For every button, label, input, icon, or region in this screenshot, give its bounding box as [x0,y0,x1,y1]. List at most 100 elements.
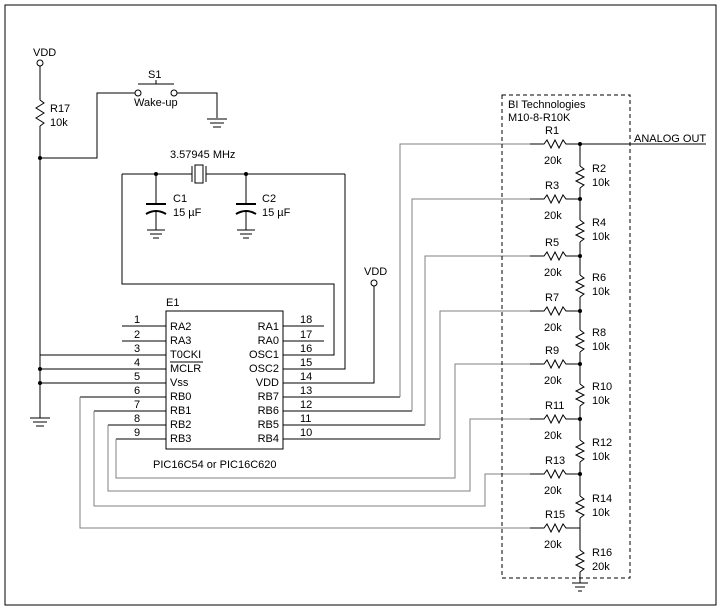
network-part: M10-8-R10K [508,112,571,124]
vss-ground [30,381,60,427]
crystal [122,164,345,184]
svg-text:6: 6 [134,385,140,397]
right-pins: 18 17 16 15 14 13 12 11 10 RA1 RA0 OSC1 … [249,314,440,445]
series-resistors: R120kR320kR520kR720kR920kR1120kR1320kR15… [530,125,582,551]
analog-out-label: ANALOG OUT [634,133,706,145]
shunt-resistor-value: 10k [592,286,610,298]
svg-text:7: 7 [134,399,140,411]
shunt-resistors: R210kR410kR610kR810kR1010kR1210kR1410kR1… [574,163,612,573]
svg-text:RB4: RB4 [258,433,279,445]
svg-text:RB7: RB7 [258,391,279,403]
series-resistor-r13: R13 20k [530,455,582,497]
shunt-resistor-label: R4 [592,217,606,229]
shunt-resistor-value: 10k [592,395,610,407]
series-resistor-r9: R9 20k [530,345,582,387]
svg-text:14: 14 [300,371,312,383]
c2-capacitor: C2 15 µF [235,174,291,239]
shunt-resistor-label: R10 [592,381,612,393]
chip-e1 [165,310,284,450]
shunt-resistor-value: 10k [592,341,610,353]
osc1-wire [121,174,335,356]
series-resistor-label: R3 [545,180,559,192]
series-resistor-value: 20k [544,322,562,334]
svg-text:RB1: RB1 [170,405,191,417]
svg-text:OSC2: OSC2 [249,363,279,375]
svg-text:RA2: RA2 [170,321,191,333]
svg-text:10: 10 [300,427,312,439]
series-resistor-label: R7 [545,292,559,304]
shunt-resistor-label: R2 [592,163,606,175]
shunt-resistor-label: R12 [592,437,612,449]
series-resistor-label: R11 [545,400,564,412]
c2-label: C2 [262,193,276,205]
shunt-resistor-value: 10k [592,231,610,243]
svg-text:Vss: Vss [170,377,189,389]
svg-text:T0CKI: T0CKI [170,349,201,361]
c1-label: C1 [173,193,187,205]
svg-text:16: 16 [300,343,312,355]
svg-text:18: 18 [300,314,312,326]
series-resistor-r11: R11 20k [530,400,582,442]
series-resistor-value: 20k [544,430,562,442]
svg-text:MCLR: MCLR [170,363,201,375]
shunt-resistor-value: 10k [592,177,610,189]
shunt-resistor-value: 10k [592,451,610,463]
c1-capacitor: C1 15 µF [145,174,202,239]
svg-text:9: 9 [134,427,140,439]
svg-text:4: 4 [134,357,140,369]
chip-designator: E1 [166,297,179,309]
series-resistor-value: 20k [544,155,562,167]
svg-text:8: 8 [134,413,140,425]
series-resistor-value: 20k [544,539,562,551]
crystal-frequency: 3.57945 MHz [170,149,235,161]
svg-text:1: 1 [134,314,140,326]
svg-text:15: 15 [300,357,312,369]
svg-text:RB3: RB3 [170,433,191,445]
c1-value: 15 µF [173,207,202,219]
svg-text:RB2: RB2 [170,419,191,431]
svg-text:VDD: VDD [364,266,387,278]
diagram-border [4,4,717,606]
r17-value: 10k [50,117,68,129]
series-resistor-r15: R15 20k [530,509,580,551]
bus-wires [79,143,530,529]
svg-text:12: 12 [300,399,312,411]
series-resistor-value: 20k [544,375,562,387]
shunt-resistor-label: R8 [592,327,606,339]
series-resistor-value: 20k [544,267,562,279]
svg-text:17: 17 [300,329,312,341]
series-resistor-value: 20k [544,485,562,497]
svg-text:11: 11 [300,413,311,425]
svg-text:RB5: RB5 [258,419,279,431]
series-resistor-label: R13 [545,455,565,467]
series-resistor-label: R15 [545,509,565,521]
resistor-network-box [501,94,631,579]
s1-caption: Wake-up [134,97,178,109]
series-resistor-value: 20k [544,210,562,222]
c2-value: 15 µF [262,207,291,219]
s1-switch: S1 Wake-up [134,69,218,118]
network-vendor: BI Technologies [508,99,586,111]
svg-text:VDD: VDD [33,47,56,59]
series-resistor-r3: R3 20k [530,180,582,222]
vdd-mid-terminal: VDD [283,266,387,384]
svg-text:RA3: RA3 [170,335,191,347]
ladder-ground [572,582,588,592]
shunt-resistor-value: 20k [592,561,610,573]
wake-wire [40,92,135,159]
vdd-top-terminal: VDD [33,47,56,100]
svg-text:RA1: RA1 [258,321,279,333]
shunt-resistor-label: R6 [592,272,606,284]
svg-text:RB0: RB0 [170,391,191,403]
series-resistor-r7: R7 20k [530,292,582,334]
series-resistor-label: R9 [545,345,559,357]
